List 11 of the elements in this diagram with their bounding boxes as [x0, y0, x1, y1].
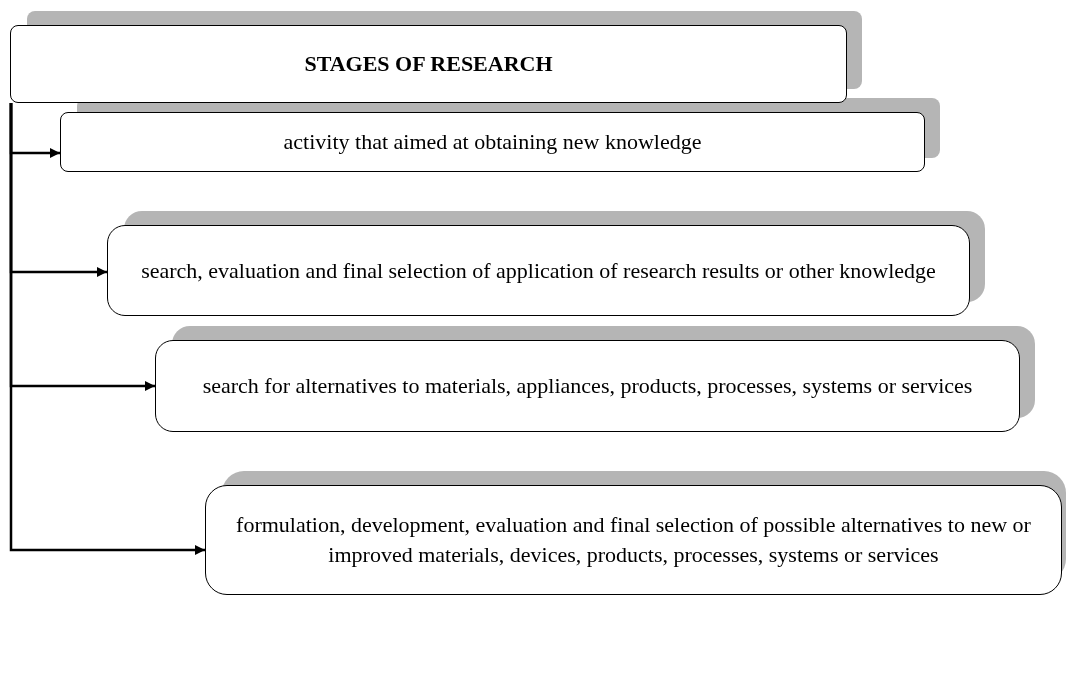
stage-text: search, evaluation and final selection of application of research results or other knowledge: [141, 256, 936, 285]
title-box: [10, 25, 847, 103]
stage-text: activity that aimed at obtaining new knowledge: [283, 128, 702, 157]
connector-arrow: [9, 103, 205, 555]
title-text: STAGES OF RESEARCH: [304, 50, 553, 79]
stage-box: [107, 225, 970, 316]
stage-text: formulation, development, evaluation and final selection of possible alternatives to new or improved materials, devices, products, processes, systems or services: [235, 511, 1032, 569]
stage-box: [60, 112, 925, 172]
stage-box: [155, 340, 1020, 432]
stage-text: search for alternatives to materials, appliances, products, processes, systems or services: [202, 372, 973, 401]
stage-box: [205, 485, 1062, 595]
